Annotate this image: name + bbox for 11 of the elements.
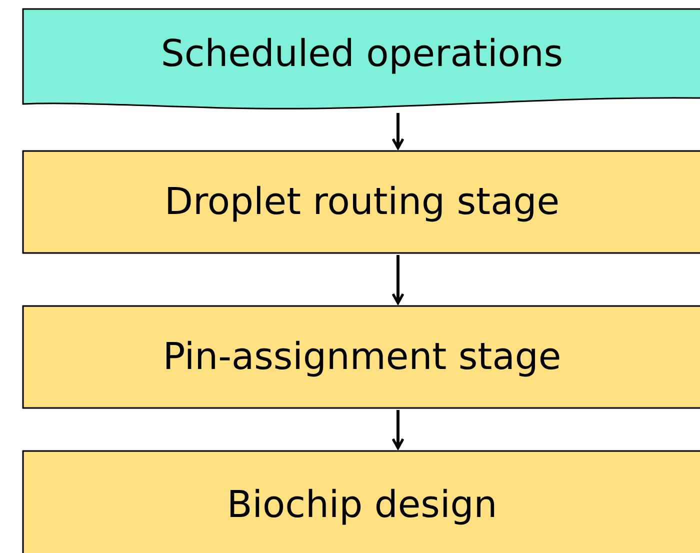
document-shape: [22, 8, 700, 110]
process-box: [22, 150, 700, 253]
box-label: Droplet routing stage: [164, 180, 560, 223]
arrow: [392, 113, 404, 150]
box-label: Biochip design: [226, 482, 498, 526]
process-box: [22, 450, 700, 553]
arrow: [392, 410, 404, 450]
box-label: Pin-assignment stage: [162, 335, 562, 378]
process-box: [22, 305, 700, 408]
box-label: Scheduled operations: [160, 32, 564, 74]
arrow: [392, 255, 404, 304]
